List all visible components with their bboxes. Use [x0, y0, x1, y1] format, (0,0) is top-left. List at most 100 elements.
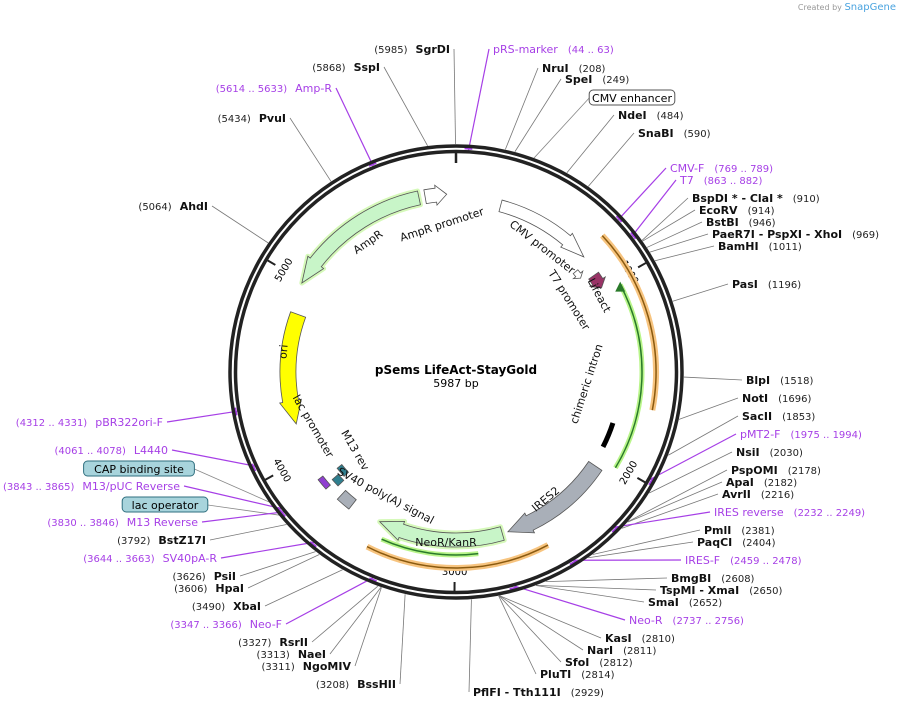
- site-position: (3792): [117, 536, 150, 547]
- site-name: NotI: [742, 392, 768, 405]
- boxed-feature[interactable]: [83, 460, 195, 477]
- site-line: [536, 584, 657, 591]
- feature-ori[interactable]: [278, 311, 307, 425]
- site-label[interactable]: (3626)PsiI: [172, 570, 236, 583]
- site-line: [545, 577, 668, 582]
- ring-inner: [233, 149, 679, 595]
- site-position: (914): [748, 206, 775, 217]
- site-position: (3347 .. 3366): [170, 620, 242, 631]
- boxed-feature[interactable]: [121, 496, 209, 513]
- boxed-feature[interactable]: [588, 89, 676, 106]
- site-name: PluTI: [540, 668, 571, 681]
- site-label[interactable]: EcoRV(914): [699, 204, 775, 217]
- primer-label[interactable]: (3830 .. 3846)M13 Reverse: [47, 516, 198, 529]
- site-label[interactable]: PasI(1196): [732, 278, 801, 291]
- primer-line: [171, 449, 257, 467]
- site-label[interactable]: (3606)HpaI: [174, 582, 244, 595]
- site-line: [514, 78, 562, 152]
- tick-mark: [267, 259, 276, 266]
- feature-ampr[interactable]: [301, 190, 421, 284]
- site-label[interactable]: SpeI(249): [565, 73, 629, 86]
- site-label[interactable]: PluTI(2814): [540, 668, 615, 681]
- feature-m13-rev[interactable]: [317, 475, 331, 490]
- site-label[interactable]: NruI(208): [542, 62, 606, 75]
- site-label[interactable]: (3490)XbaI: [192, 600, 261, 613]
- primer-label[interactable]: (3843 .. 3865)M13/pUC Reverse: [3, 480, 180, 493]
- site-label[interactable]: ApaI(2182): [726, 476, 797, 489]
- feature-lifeact[interactable]: [588, 271, 607, 289]
- primer-label[interactable]: IRES reverse(2232 .. 2249): [714, 506, 865, 519]
- feature-sv40-polya[interactable]: [336, 489, 357, 510]
- site-label[interactable]: (3792)BstZ17I: [117, 534, 206, 547]
- site-label[interactable]: SnaBI(590): [638, 127, 711, 140]
- site-line: [239, 551, 316, 577]
- site-name: Amp-R: [295, 82, 332, 95]
- primer-label[interactable]: Neo-R(2737 .. 2756): [629, 614, 744, 627]
- site-label[interactable]: (5985)SgrDI: [374, 43, 450, 56]
- site-label[interactable]: SacII(1853): [742, 410, 815, 423]
- plasmid-length: 5987 bp: [433, 377, 478, 390]
- site-label[interactable]: KasI(2810): [605, 632, 675, 645]
- site-label[interactable]: (3327)RsrII: [238, 636, 308, 649]
- tick-label: 3000: [442, 567, 468, 578]
- site-line: [311, 585, 379, 643]
- site-label[interactable]: PaqCI(2404): [697, 536, 776, 549]
- site-label[interactable]: NdeI(484): [618, 109, 684, 122]
- site-label[interactable]: BstBI(946): [706, 216, 776, 229]
- site-label[interactable]: (5868)SspI: [312, 61, 380, 74]
- primer-label[interactable]: (4061 .. 4078)L4440: [54, 444, 168, 457]
- site-name: BstBI: [706, 216, 739, 229]
- features: [278, 184, 659, 571]
- feature-ires2[interactable]: [507, 460, 603, 534]
- site-label[interactable]: (3313)NaeI: [257, 648, 326, 661]
- feature-neor-kanr[interactable]: [378, 520, 505, 548]
- primer-mark: [250, 463, 257, 472]
- primer-label[interactable]: (4312 .. 4331)pBR322ori-F: [16, 416, 163, 429]
- site-name: PasI: [732, 278, 758, 291]
- feature-t7-promoter[interactable]: [572, 269, 584, 280]
- site-label[interactable]: (3208)BssHII: [316, 678, 396, 691]
- site-position: (3644 .. 3663): [83, 554, 155, 565]
- site-name: SacII: [742, 410, 772, 423]
- site-label[interactable]: (3311)NgoMIV: [262, 660, 352, 673]
- site-label[interactable]: (5434)PvuI: [218, 112, 286, 125]
- site-label[interactable]: TspMI - XmaI(2650): [660, 584, 783, 597]
- site-label[interactable]: (5064)AhdI: [138, 200, 208, 213]
- feature-ampr-promoter[interactable]: [423, 184, 448, 207]
- site-label[interactable]: PflFI - Tth111I(2929): [473, 686, 604, 699]
- site-label[interactable]: PaeR7I - PspXI - XhoI(969): [712, 228, 879, 241]
- feature-cap-site[interactable]: [336, 463, 350, 477]
- arrow-head-icon: [615, 281, 626, 292]
- feature-cmv-promoter[interactable]: [498, 199, 585, 258]
- primer-label[interactable]: CMV-F(769 .. 789): [670, 162, 773, 175]
- primer-label[interactable]: (5614 .. 5633) Amp-R: [216, 82, 333, 95]
- site-label[interactable]: BmgBI(2608): [671, 572, 755, 585]
- primer-label[interactable]: T7(863 .. 882): [679, 174, 763, 187]
- site-position: (2810): [642, 634, 675, 645]
- site-position: (5614 .. 5633): [216, 84, 288, 95]
- feature-label: NeoR/KanR: [415, 536, 477, 549]
- site-label[interactable]: SfoI(2812): [565, 656, 633, 669]
- site-label[interactable]: NsiI(2030): [736, 446, 803, 459]
- site-label[interactable]: PspOMI(2178): [731, 464, 821, 477]
- site-label[interactable]: SmaI(2652): [648, 596, 722, 609]
- site-label[interactable]: NarI(2811): [587, 644, 657, 657]
- site-line: [289, 117, 332, 182]
- site-label[interactable]: BspDI * - ClaI *(910): [692, 192, 820, 205]
- primer-label[interactable]: pMT2-F(1975 .. 1994): [740, 428, 862, 441]
- primer-line: [285, 576, 375, 625]
- primer-label[interactable]: (3347 .. 3366)Neo-F: [170, 618, 282, 631]
- site-label[interactable]: AvrII(2216): [722, 488, 794, 501]
- site-label[interactable]: BamHI(1011): [718, 240, 802, 253]
- site-name: PmlI: [704, 524, 731, 537]
- primer-mark: [615, 215, 623, 223]
- feature-lac-operator[interactable]: [331, 473, 345, 487]
- primer-label[interactable]: (3644 .. 3663)SV40pA-R: [83, 552, 217, 565]
- primer-label[interactable]: IRES-F(2459 .. 2478): [685, 554, 802, 567]
- site-line: [499, 595, 584, 651]
- feature-label: chimeric intron: [568, 342, 606, 425]
- primer-label[interactable]: pRS-marker(44 .. 63): [493, 43, 614, 56]
- site-label[interactable]: PmlI(2381): [704, 524, 775, 537]
- site-label[interactable]: BlpI(1518): [746, 374, 813, 387]
- site-label[interactable]: NotI(1696): [742, 392, 811, 405]
